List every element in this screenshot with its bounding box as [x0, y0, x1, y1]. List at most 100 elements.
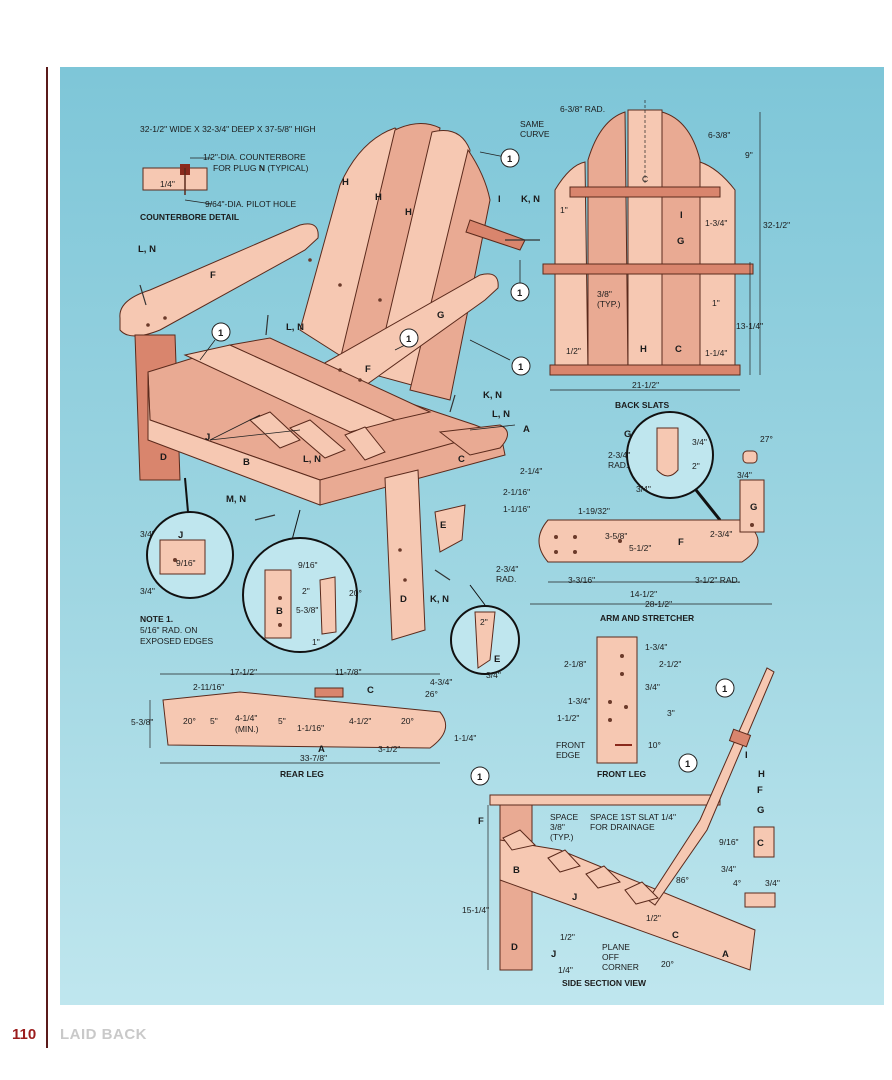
- svg-text:A: A: [318, 744, 325, 755]
- svg-text:F: F: [757, 785, 763, 796]
- svg-text:EXPOSED EDGES: EXPOSED EDGES: [140, 636, 214, 646]
- svg-text:3/4": 3/4": [636, 484, 651, 494]
- svg-text:SPACE: SPACE: [550, 812, 579, 822]
- svg-text:2-3/4": 2-3/4": [496, 564, 518, 574]
- svg-text:B: B: [513, 865, 520, 876]
- svg-text:J: J: [178, 530, 183, 541]
- svg-text:2-3/4": 2-3/4": [608, 450, 630, 460]
- svg-text:C: C: [757, 838, 764, 849]
- svg-text:1/2": 1/2": [560, 932, 575, 942]
- svg-text:C: C: [675, 344, 682, 355]
- label-ln1: L, N: [138, 244, 156, 255]
- svg-text:3/4": 3/4": [737, 470, 752, 480]
- svg-text:20°: 20°: [401, 716, 414, 726]
- svg-text:2": 2": [692, 461, 700, 471]
- svg-text:C: C: [642, 174, 648, 184]
- svg-text:4-1/4": 4-1/4": [235, 713, 257, 723]
- svg-text:33-7/8": 33-7/8": [300, 753, 327, 763]
- e-detail: 2" E 3/4": [450, 605, 520, 680]
- counterbore-depth: 1/4": [160, 179, 175, 189]
- svg-text:H: H: [758, 769, 765, 780]
- arm-title: ARM AND STRETCHER: [600, 613, 694, 623]
- svg-text:3/4": 3/4": [645, 682, 660, 692]
- svg-text:5-1/2": 5-1/2": [629, 543, 651, 553]
- svg-text:5": 5": [210, 716, 218, 726]
- svg-text:20°: 20°: [183, 716, 196, 726]
- svg-text:I: I: [745, 750, 748, 761]
- chair-exploded-view: H H H F F G L, N L, N L, N L, N K, N K, …: [119, 123, 722, 641]
- svg-text:SAME: SAME: [520, 119, 544, 129]
- side-section-title: SIDE SECTION VIEW: [562, 978, 647, 988]
- svg-text:(TYP.): (TYP.): [597, 299, 621, 309]
- svg-text:11-7/8": 11-7/8": [335, 667, 362, 677]
- label-i: I: [498, 194, 501, 205]
- svg-text:3/4": 3/4": [140, 529, 155, 539]
- svg-text:J: J: [572, 892, 577, 903]
- label-e: E: [440, 520, 446, 531]
- svg-text:EDGE: EDGE: [556, 750, 580, 760]
- svg-text:3-1/2" RAD.: 3-1/2" RAD.: [695, 575, 740, 585]
- svg-text:J: J: [551, 949, 556, 960]
- svg-text:1/2": 1/2": [646, 913, 661, 923]
- svg-text:2-1/2": 2-1/2": [659, 659, 681, 669]
- svg-text:1: 1: [518, 362, 524, 373]
- svg-text:CURVE: CURVE: [520, 129, 550, 139]
- svg-text:CORNER: CORNER: [602, 962, 639, 972]
- svg-text:3/4": 3/4": [692, 437, 707, 447]
- svg-text:9/16": 9/16": [176, 558, 196, 568]
- svg-text:G: G: [677, 236, 684, 247]
- svg-text:32-1/2": 32-1/2": [763, 220, 790, 230]
- svg-text:1": 1": [312, 637, 320, 647]
- label-f1: F: [210, 270, 216, 281]
- label-c: C: [458, 454, 465, 465]
- svg-text:1: 1: [722, 684, 728, 695]
- front-leg-title: FRONT LEG: [597, 769, 646, 779]
- svg-text:3/8": 3/8": [550, 822, 565, 832]
- svg-text:1-3/4": 1-3/4": [645, 642, 667, 652]
- svg-text:6-3/8" RAD.: 6-3/8" RAD.: [560, 104, 605, 114]
- page-number: 110: [12, 1026, 37, 1043]
- label-kn3: K, N: [430, 594, 449, 605]
- svg-text:1-1/4": 1-1/4": [454, 733, 476, 743]
- label-kn1: K, N: [521, 194, 540, 205]
- svg-text:1-1/4": 1-1/4": [705, 348, 727, 358]
- back-slats-view: 6-3/8" RAD. SAME CURVE C 6-3/8" 9" 32-1/…: [520, 100, 790, 410]
- svg-text:3-1/2": 3-1/2": [378, 744, 400, 754]
- footer-rule: [46, 1022, 48, 1048]
- label-ln3: L, N: [492, 409, 510, 420]
- svg-text:FRONT: FRONT: [556, 740, 585, 750]
- svg-text:SPACE 1ST SLAT 1/4": SPACE 1ST SLAT 1/4": [590, 812, 676, 822]
- label-j: J: [205, 432, 210, 443]
- front-leg-view: 1-3/4" 2-1/8" 2-1/2" 3/4" 1-3/4" 3" 1-1/…: [556, 636, 681, 779]
- svg-text:4-1/2": 4-1/2": [349, 716, 371, 726]
- svg-text:1": 1": [712, 298, 720, 308]
- svg-text:A: A: [722, 949, 729, 960]
- back-slats-title: BACK SLATS: [615, 400, 669, 410]
- svg-text:5-3/8": 5-3/8": [296, 605, 318, 615]
- svg-text:2-1/4": 2-1/4": [520, 466, 542, 476]
- svg-text:17-1/2": 17-1/2": [230, 667, 257, 677]
- svg-text:5": 5": [278, 716, 286, 726]
- svg-text:20°: 20°: [349, 588, 362, 598]
- side-callouts: 1 1 1: [470, 678, 735, 786]
- svg-text:2-1/8": 2-1/8": [564, 659, 586, 669]
- svg-text:3-5/8": 3-5/8": [605, 531, 627, 541]
- callout-markers: 1 1 1 1 1: [211, 148, 531, 376]
- label-a: A: [523, 424, 530, 435]
- svg-text:10°: 10°: [648, 740, 661, 750]
- label-mn: M, N: [226, 494, 246, 505]
- svg-text:1-1/16": 1-1/16": [297, 723, 324, 733]
- svg-text:3/8": 3/8": [597, 289, 612, 299]
- label-h1: H: [342, 177, 349, 188]
- svg-text:E: E: [494, 654, 500, 665]
- svg-text:RAD.: RAD.: [608, 460, 628, 470]
- side-section-view: I H F F G SPACE 3/8" (TYP.) SPACE 1ST SL…: [462, 667, 780, 988]
- svg-text:3/4": 3/4": [765, 878, 780, 888]
- svg-text:1-3/4": 1-3/4": [705, 218, 727, 228]
- label-f2: F: [365, 364, 371, 375]
- svg-text:NOTE 1.: NOTE 1.: [140, 614, 173, 624]
- svg-text:3/4": 3/4": [486, 670, 501, 680]
- overall-size: 32-1/2" WIDE X 32-3/4" DEEP X 37-5/8" HI…: [140, 124, 316, 134]
- svg-text:3": 3": [667, 708, 675, 718]
